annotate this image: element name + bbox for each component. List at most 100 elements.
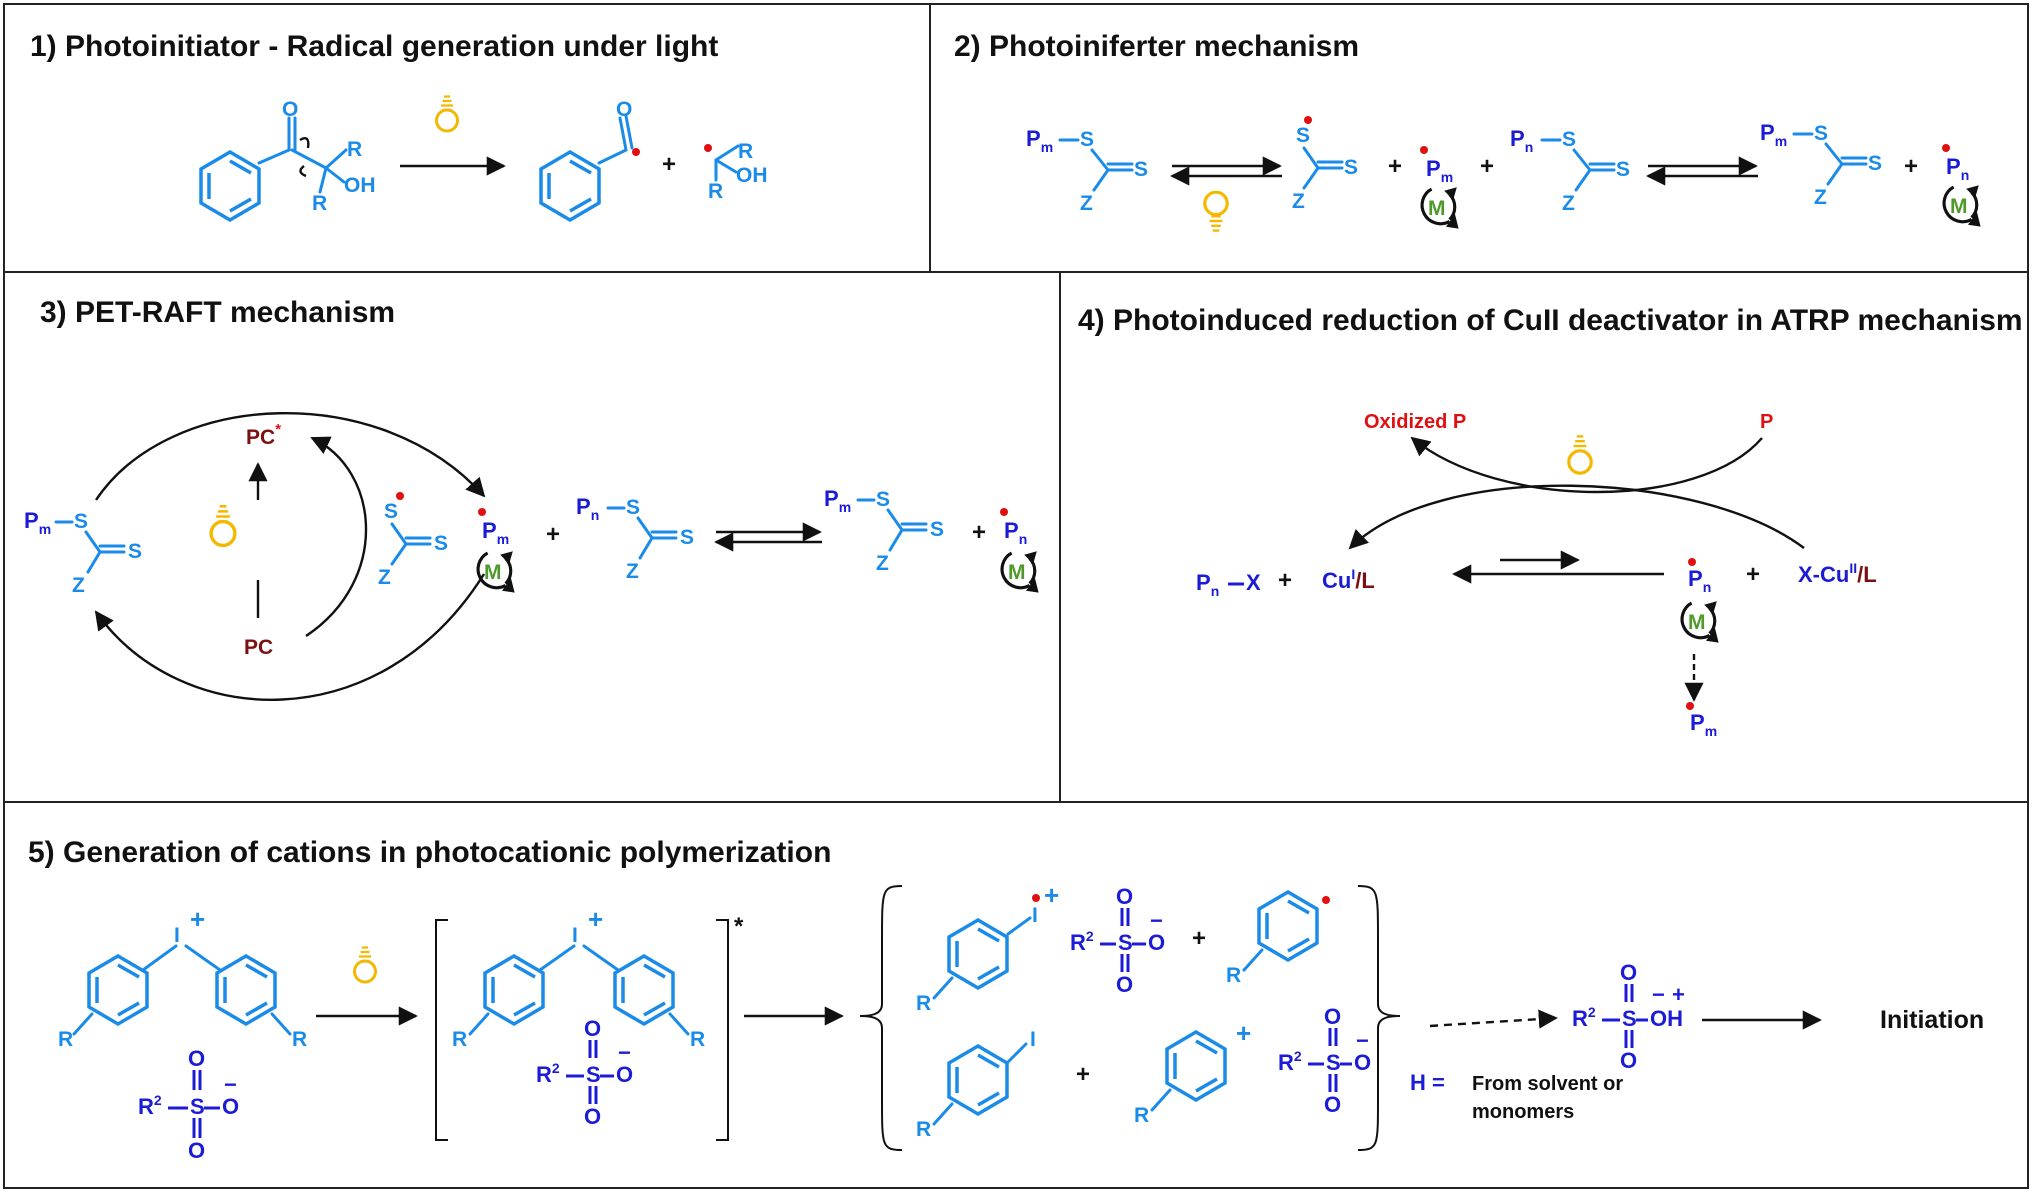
benzene-ring-icon (483, 954, 545, 1026)
excited-star: * (734, 913, 744, 940)
plus-sign: + (662, 151, 676, 178)
plus-sign: + (1746, 561, 1760, 588)
anion-minus: − (618, 1040, 631, 1065)
initiation-label: Initiation (1880, 1006, 1984, 1034)
right-brace (1357, 885, 1401, 1151)
radical-dot-icon (1686, 702, 1694, 710)
z-label: Z (72, 574, 85, 597)
sulfur-label: S (74, 510, 88, 533)
light-bulb-icon (434, 94, 460, 133)
benzene-ring-icon (613, 954, 675, 1026)
sulfur-label: S (930, 518, 944, 541)
z-label: Z (378, 566, 391, 589)
xcuii-l-label: X-CuII/L (1798, 560, 1877, 587)
protonation-dashed-arrow (1429, 1009, 1558, 1029)
pm-label: Pm (1026, 126, 1053, 155)
photocatalyst-arc-arrow (1410, 436, 1763, 494)
cation-plus: + (588, 904, 603, 934)
sulfur-label: S (626, 496, 640, 519)
panel-1-title: 1) Photoinitiator - Radical generation u… (30, 30, 718, 63)
deactivation-arc-arrow (94, 573, 486, 701)
sulfur-label: S (1344, 156, 1358, 179)
pn-label: Pn (1510, 126, 1533, 155)
plus-sign: + (1192, 925, 1206, 952)
panel-2-scheme: Pm S S Z S S Z + Pm M + Pn S S (1026, 116, 1983, 233)
sulfur-label: S (586, 1062, 601, 1087)
r-label: R (916, 1118, 931, 1141)
radical-dot-icon (1000, 508, 1008, 516)
oxygen-label: O (616, 98, 632, 121)
panel-4-scheme: Oxidized P P Pn X + CuI/L Pn + X-CuII/L … (1196, 411, 1877, 739)
light-bulb-icon (352, 945, 378, 984)
r-label: R (312, 192, 327, 215)
sulfur-label: S (1080, 128, 1094, 151)
pm-label: Pm (1760, 120, 1787, 149)
z-label: Z (1814, 186, 1827, 209)
pc-excited-label: PC* (246, 421, 281, 449)
pn-radical-label: Pn (1004, 518, 1027, 547)
pm-label: Pm (824, 486, 851, 515)
oxygen-label: O (1116, 884, 1133, 909)
x-label: X (1246, 570, 1261, 595)
sulfur-label: S (1134, 158, 1148, 181)
pn-radical-label: Pn (1688, 566, 1711, 595)
sulfur-label: S (876, 488, 890, 511)
monomer-label: M (484, 561, 502, 584)
sulfur-label: S (1814, 122, 1828, 145)
pm-radical-label: Pm (482, 518, 509, 547)
r-label: R (452, 1028, 467, 1051)
monomer-label: M (1008, 561, 1026, 584)
left-brace (859, 885, 903, 1151)
panel-1-scheme: O R OH R O + R OH R (199, 94, 768, 222)
right-bracket (716, 919, 729, 1141)
light-bulb-icon (1567, 434, 1593, 475)
oh-label: OH (1650, 1006, 1683, 1031)
oxygen-label: O (1324, 1092, 1341, 1117)
solvent-label: From solvent or (1472, 1073, 1623, 1095)
benzene-ring-icon (199, 150, 261, 222)
pm-radical-label: Pm (1690, 710, 1717, 739)
benzene-ring-icon (87, 954, 149, 1026)
oxygen-label: O (584, 1016, 601, 1041)
oh-label: OH (736, 164, 768, 187)
oh-label: OH (344, 174, 376, 197)
light-bulb-icon (209, 504, 237, 548)
cui-l-label: CuI/L (1322, 566, 1375, 593)
radical-dot-icon (704, 144, 712, 152)
radical-dot-icon (478, 508, 486, 516)
sulfur-label: S (384, 500, 398, 523)
oxygen-label: O (1148, 930, 1165, 955)
h-equals-label: H = (1410, 1070, 1445, 1095)
benzene-ring-icon (947, 918, 1009, 990)
anion-minus: − (1150, 908, 1163, 933)
plus-sign: + (546, 521, 560, 548)
panel-2-title: 2) Photoiniferter mechanism (954, 30, 1359, 63)
p-label: P (1760, 411, 1773, 433)
oxygen-label: O (1620, 1048, 1637, 1073)
cation-plus: + (1044, 880, 1059, 910)
left-bracket (435, 919, 448, 1141)
r-label: R (292, 1028, 307, 1051)
radical-dot-icon (396, 492, 404, 500)
sulfur-label: S (1118, 930, 1133, 955)
panel-borders (3, 3, 2029, 1189)
monomer-label: M (1688, 611, 1706, 634)
oxidized-p-label: Oxidized P (1364, 411, 1466, 433)
benzene-ring-icon (1165, 1030, 1227, 1102)
anion-minus: − (1652, 982, 1665, 1007)
plus-sign: + (972, 519, 986, 546)
iodine-label: I (1032, 904, 1038, 927)
iodine-label: I (572, 924, 578, 947)
r-label: R (58, 1028, 73, 1051)
r2-label: R2 (536, 1060, 560, 1087)
z-label: Z (1562, 192, 1575, 215)
pn-x-label: Pn (1196, 570, 1219, 599)
plus-sign: + (1388, 153, 1402, 180)
benzene-ring-icon (947, 1044, 1009, 1116)
r2-label: R2 (1572, 1004, 1596, 1031)
cation-plus: + (1236, 1018, 1251, 1048)
activation-arc-arrow (95, 411, 486, 501)
r2-label: R2 (1278, 1048, 1302, 1075)
panel-5-title: 5) Generation of cations in photocationi… (28, 836, 831, 869)
panel-3-scheme: Pm S S Z PC* PC S S Z Pm M + Pn (24, 411, 1041, 701)
